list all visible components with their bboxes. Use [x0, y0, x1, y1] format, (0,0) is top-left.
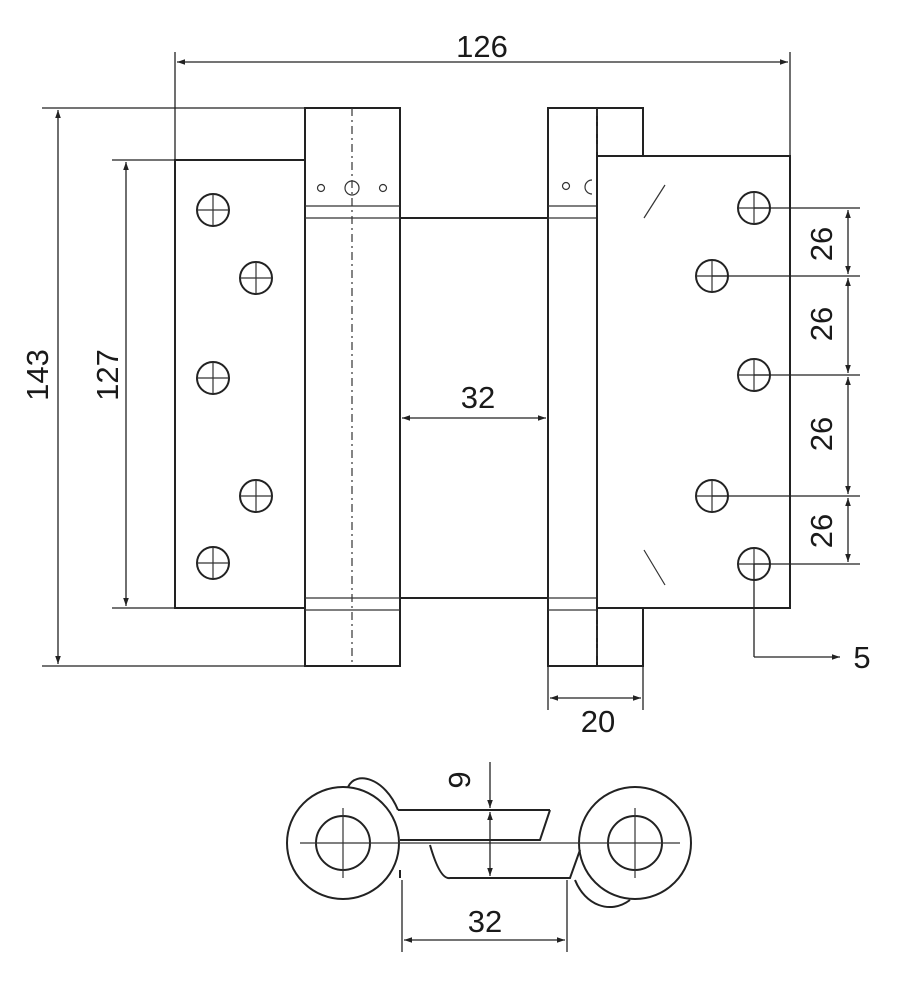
dim-hole-spacing-3: 26: [804, 417, 839, 451]
section-view: 9 32: [286, 762, 692, 952]
left-plate-screw-holes: [196, 193, 273, 580]
screw-hole-icon: [196, 193, 230, 227]
dim-plate-height: 127: [90, 349, 125, 401]
screw-hole-icon: [196, 361, 230, 395]
left-knuckle: [304, 107, 401, 667]
dim-hole-spacing-1: 26: [804, 227, 839, 261]
dim-offset: 9: [442, 771, 477, 788]
screw-hole-icon: [239, 261, 273, 295]
dim-section-width: 32: [468, 904, 502, 939]
dimension-lines: 126 143 127 32 20 26 26 26 26: [20, 29, 871, 739]
front-view: [174, 107, 791, 667]
dim-gap-width: 32: [461, 380, 495, 415]
screw-hole-icon: [239, 479, 273, 513]
right-leaf-plate: [596, 155, 791, 609]
screw-hole-icon: [196, 546, 230, 580]
dim-overall-width: 126: [456, 29, 508, 64]
dim-knuckle-width: 20: [581, 704, 615, 739]
dim-overall-height: 143: [20, 349, 55, 401]
dim-hole-spacing-4: 26: [804, 514, 839, 548]
left-leaf-plate: [174, 159, 306, 609]
dim-hole-diameter: 5: [853, 640, 870, 675]
dim-hole-spacing-2: 26: [804, 307, 839, 341]
